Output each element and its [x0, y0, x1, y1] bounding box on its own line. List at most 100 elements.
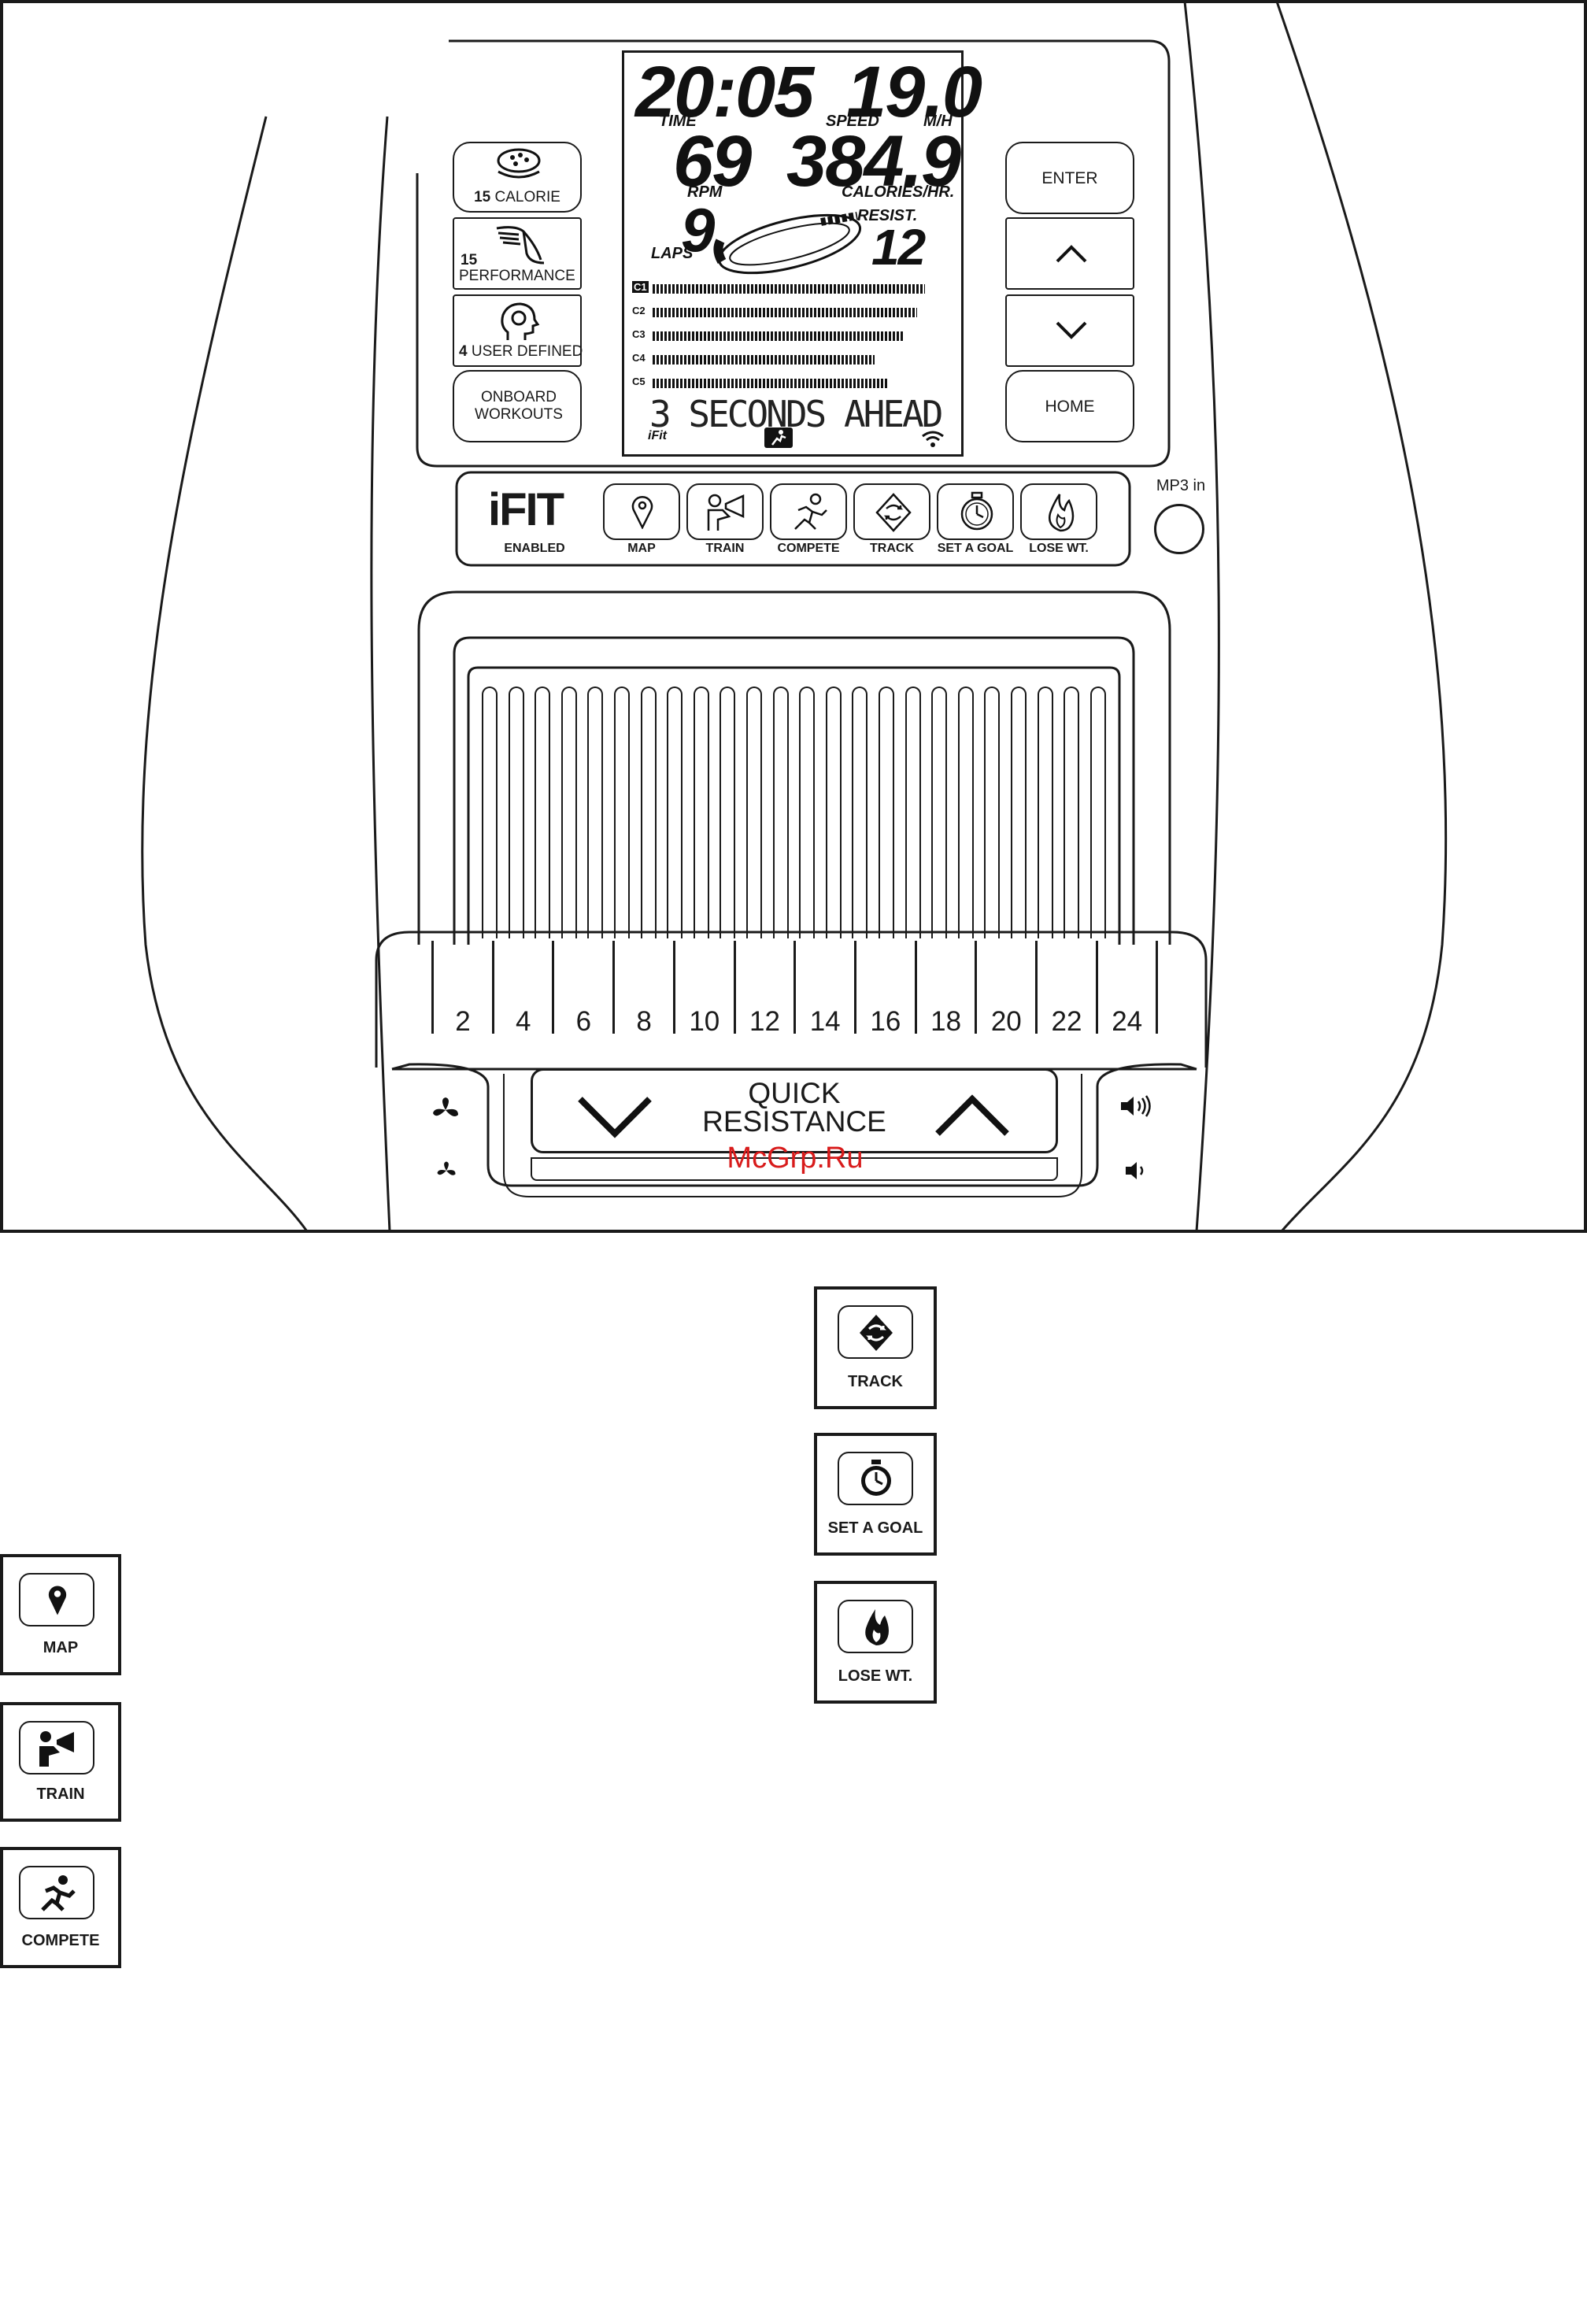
performance-key[interactable]: 15 PERFORMANCE [453, 217, 582, 290]
legend-track-label: TRACK [848, 1373, 903, 1390]
scale-number[interactable]: 22 [1051, 1006, 1082, 1037]
set-a-goal-button[interactable] [937, 483, 1014, 540]
scale-tick [1156, 941, 1159, 1034]
grille-slot [508, 686, 524, 938]
track-icon [860, 1315, 893, 1351]
stopwatch-icon [960, 491, 993, 531]
train-icon [707, 494, 745, 531]
speed-value: 19.0 [846, 52, 982, 132]
compete-icon [794, 493, 827, 530]
scale-number[interactable]: 14 [809, 1006, 841, 1037]
enter-button[interactable]: ENTER [1005, 142, 1134, 214]
row-label-c5: C5 [632, 376, 646, 387]
flame-icon [865, 1609, 889, 1645]
grille-slot [799, 686, 816, 938]
scale-number[interactable]: 12 [749, 1006, 780, 1037]
legend-map: MAP [0, 1554, 121, 1675]
wifi-icon [922, 431, 944, 447]
performance-label: PERFORMANCE [459, 268, 575, 284]
legend-lose-wt-key [838, 1600, 913, 1653]
chevron-up-icon[interactable] [934, 1094, 1010, 1138]
scale-number[interactable]: 18 [930, 1006, 962, 1037]
lcd-message: 3 SECONDS AHEAD [649, 393, 943, 435]
compete-icon [41, 1875, 76, 1911]
scale-number[interactable]: 10 [689, 1006, 720, 1037]
mp3-jack[interactable] [1154, 504, 1204, 554]
resist-label: RESIST. [857, 207, 918, 224]
legend-train-label: TRAIN [36, 1786, 85, 1803]
track-oval [713, 212, 862, 275]
scale-number[interactable]: 24 [1112, 1006, 1143, 1037]
grille-slot [720, 686, 736, 938]
up-button[interactable] [1005, 217, 1134, 290]
scale-tick [733, 941, 736, 1034]
row-label-c3: C3 [632, 328, 646, 340]
onboard-workouts-key[interactable]: ONBOARD WORKOUTS [453, 370, 582, 442]
row-label-c1: C1 [632, 281, 649, 293]
user-defined-key[interactable]: 4 USER DEFINED [453, 294, 583, 367]
down-button[interactable] [1005, 294, 1134, 367]
track-label: TRACK [870, 542, 914, 555]
grille-slot [614, 686, 630, 938]
console-outline [0, 0, 1587, 1233]
grille-slot [879, 686, 894, 938]
scale-tick [1035, 941, 1038, 1034]
grille-slot [852, 686, 868, 938]
scale-number[interactable]: 2 [455, 1006, 471, 1037]
row-bar-c4 [653, 355, 875, 365]
train-icon [39, 1731, 74, 1767]
legend-compete-key [19, 1866, 94, 1919]
legend-compete-label: COMPETE [21, 1932, 100, 1949]
scale-tick [431, 941, 434, 1034]
lose-wt-button[interactable] [1020, 483, 1097, 540]
chevron-down-icon [1056, 321, 1087, 339]
grille-slot [1011, 686, 1027, 938]
lose-wt-label: LOSE WT. [1029, 542, 1089, 555]
grille-slot [667, 686, 683, 938]
home-button[interactable]: HOME [1005, 370, 1134, 442]
scale-number[interactable]: 6 [575, 1006, 592, 1037]
map-button[interactable] [603, 483, 680, 540]
compete-button[interactable] [770, 483, 847, 540]
scale-tick [491, 941, 494, 1034]
compete-label: COMPETE [777, 542, 840, 555]
track-icon [875, 493, 912, 532]
quick-resistance-button[interactable]: QUICK RESISTANCE [531, 1068, 1058, 1153]
laps-label: LAPS [651, 245, 694, 262]
track-button[interactable] [853, 483, 930, 540]
calories-value: 384.9 [786, 121, 961, 202]
scale-tick [853, 941, 856, 1034]
scale-tick [672, 941, 675, 1034]
volume-up-icon[interactable] [1119, 1094, 1152, 1118]
calories-label: CALORIES/HR. [842, 183, 955, 201]
ifit-enabled-label: ENABLED [504, 542, 565, 555]
row-bar-c1 [653, 284, 925, 294]
quick-resistance-strip [531, 1157, 1058, 1181]
performance-count: 15 [461, 252, 478, 268]
calorie-key[interactable]: 15 CALORIE [453, 142, 582, 213]
scale-number[interactable]: 16 [870, 1006, 901, 1037]
scale-number[interactable]: 4 [515, 1006, 531, 1037]
calorie-label: CALORIE [494, 189, 560, 205]
row-bar-c2 [653, 308, 917, 317]
grille-slot [482, 686, 498, 938]
legend-set-a-goal-key [838, 1452, 913, 1505]
scale-number[interactable]: 8 [636, 1006, 652, 1037]
row-label-c2: C2 [632, 305, 646, 316]
chevron-down-icon[interactable] [577, 1094, 653, 1138]
row-bar-c3 [653, 331, 903, 341]
scale-number[interactable]: 20 [990, 1006, 1022, 1037]
grille-slot [931, 686, 948, 938]
lcd-display: 20:05 19.0 TIME SPEED M/H 69 384.9 RPM C… [622, 50, 982, 457]
ifit-logo: iFIT [488, 484, 564, 535]
grille-slot [772, 686, 789, 938]
grille-slot [984, 686, 1001, 938]
quick-resistance-line1: QUICK [748, 1077, 841, 1109]
stopwatch-icon [861, 1460, 891, 1496]
volume-down-icon[interactable] [1124, 1160, 1148, 1181]
performance-icon [496, 226, 545, 265]
fan-high-icon[interactable] [431, 1096, 460, 1124]
console-panel: 20:05 19.0 TIME SPEED M/H 69 384.9 RPM C… [0, 0, 1587, 1233]
train-button[interactable] [686, 483, 764, 540]
fan-low-icon[interactable] [436, 1160, 457, 1181]
